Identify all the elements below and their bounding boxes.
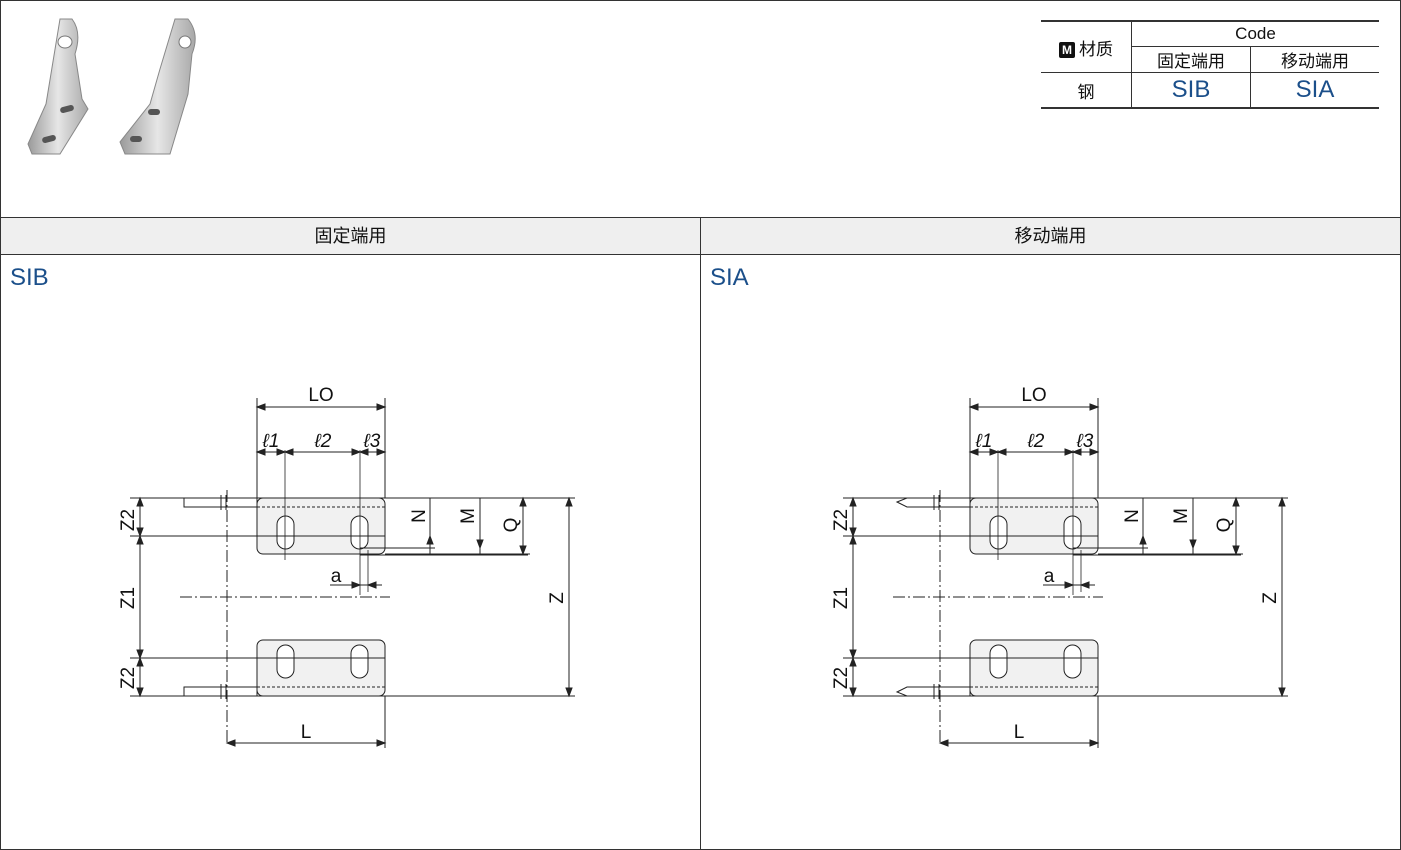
header-area — [0, 0, 1401, 218]
dim-l1: ℓ1 — [975, 431, 993, 452]
dim-lo: LO — [308, 385, 333, 406]
dim-lo: LO — [1021, 385, 1046, 406]
dim-z2-bottom: Z2 — [118, 667, 139, 689]
material-value: 钢 — [1041, 72, 1132, 109]
dim-l2: ℓ2 — [314, 431, 332, 452]
dim-l2: ℓ2 — [1027, 431, 1045, 452]
moving-panel-code[interactable]: SIA — [710, 264, 749, 291]
fixed-end-header: 固定端用 — [1131, 46, 1251, 73]
material-badge-icon: M — [1059, 42, 1075, 59]
dim-z: Z — [1260, 592, 1281, 604]
dim-l3: ℓ3 — [363, 431, 381, 452]
dim-l3: ℓ3 — [1076, 431, 1094, 452]
dim-a: a — [1044, 566, 1055, 587]
dim-l: L — [1014, 722, 1025, 743]
material-header: 材质 — [1079, 39, 1113, 59]
panel-divider — [700, 218, 701, 850]
dim-a: a — [331, 566, 342, 587]
moving-end-panel-title: 移动端用 — [701, 218, 1400, 255]
dim-m: M — [1171, 508, 1192, 524]
dim-q: Q — [501, 518, 522, 533]
lo-dimension — [255, 403, 387, 411]
dim-z2-top: Z2 — [118, 509, 139, 531]
dim-n: N — [1122, 509, 1143, 523]
product-photo — [27, 18, 196, 155]
dim-l: L — [301, 722, 312, 743]
dim-n: N — [409, 509, 430, 523]
dim-z1: Z1 — [118, 587, 139, 609]
dim-z2-top: Z2 — [831, 509, 852, 531]
sia-drawing: LO ℓ1 ℓ2 ℓ3 a L Z2 Z1 Z2 N M Q Z — [831, 385, 1288, 748]
code-header: Code — [1131, 20, 1379, 47]
moving-end-header: 移动端用 — [1250, 46, 1379, 73]
dim-l1: ℓ1 — [262, 431, 280, 452]
dim-z: Z — [547, 592, 568, 604]
dim-m: M — [458, 508, 479, 524]
dim-z1: Z1 — [831, 587, 852, 609]
fixed-panel-code[interactable]: SIB — [10, 264, 49, 291]
fixed-code[interactable]: SIB — [1131, 72, 1251, 109]
dim-z2-bottom: Z2 — [831, 667, 852, 689]
sib-drawing: LO ℓ1 ℓ2 ℓ3 a L Z2 Z1 Z2 N M Q Z — [118, 385, 575, 748]
fixed-end-panel-title: 固定端用 — [1, 218, 700, 255]
moving-code[interactable]: SIA — [1250, 72, 1379, 109]
dim-q: Q — [1214, 518, 1235, 533]
